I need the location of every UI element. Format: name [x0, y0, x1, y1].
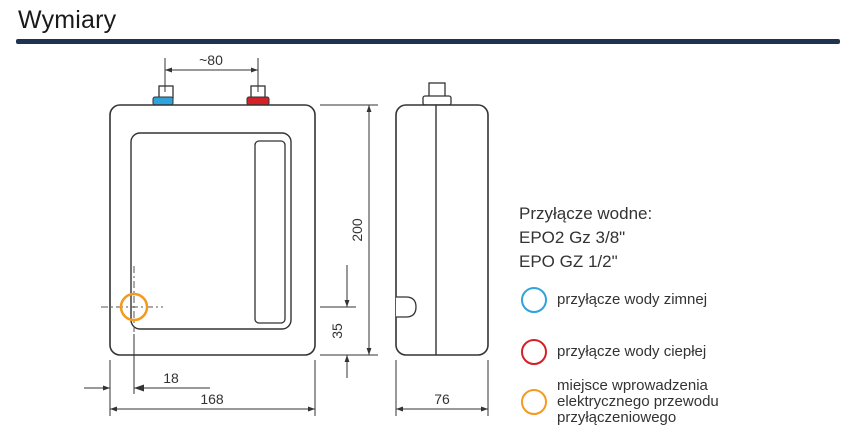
connector-offset-label: 18 [163, 370, 179, 386]
spec-heading: Przyłącze wodne: [519, 204, 653, 223]
legend-item-cold-water: przyłącze wody zimnej [521, 287, 707, 313]
side-cable-entry [396, 296, 417, 318]
front-cover-panel [130, 132, 292, 330]
spec-line-epo: EPO GZ 1/2" [519, 252, 618, 271]
side-housing [395, 104, 489, 356]
electrical-entry-marker [119, 292, 149, 322]
legend-label: przyłącze wody ciepłej [557, 343, 707, 360]
hot-water-circle-icon [521, 339, 547, 365]
depth-label: 76 [434, 391, 450, 407]
cold-water-circle-icon [521, 287, 547, 313]
legend-item-electrical: miejsce wprowadzenia elektrycznego przew… [521, 378, 747, 426]
page-title: Wymiary [18, 6, 117, 34]
legend-label: miejsce wprowadzenia elektrycznego przew… [557, 377, 719, 426]
front-view: ~80 200 35 18 168 [84, 52, 378, 416]
connector-height-label: 35 [329, 323, 345, 339]
display-window [254, 140, 286, 324]
side-connector [428, 82, 446, 98]
connector-spacing-label: ~80 [199, 52, 223, 68]
side-view: 76 [395, 82, 489, 416]
water-connection-spec: Przyłącze wodne: EPO2 Gz 3/8" EPO GZ 1/2… [519, 202, 652, 274]
spec-line-epo2: EPO2 Gz 3/8" [519, 228, 626, 247]
title-rule [16, 39, 840, 44]
height-label: 200 [349, 218, 365, 242]
cold-water-connector [152, 85, 174, 106]
electrical-entry-circle-icon [521, 389, 547, 415]
legend-label: przyłącze wody zimnej [557, 291, 708, 308]
legend-item-hot-water: przyłącze wody ciepłej [521, 339, 706, 365]
width-label: 168 [200, 391, 224, 407]
